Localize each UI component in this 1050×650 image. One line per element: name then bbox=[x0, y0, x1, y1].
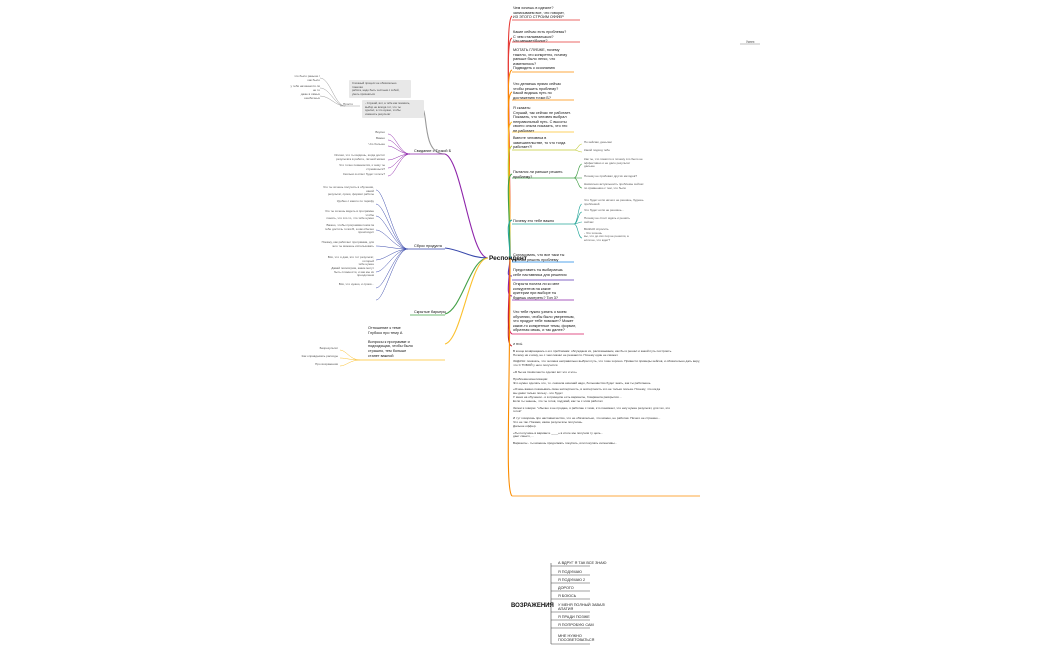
right-branch-1[interactable]: Чем хочешь в идеале? записываем все, что… bbox=[513, 6, 565, 20]
note-8: И тут говоришь про наставничество, что н… bbox=[513, 416, 661, 428]
group-2-item-6[interactable]: Всё, что я дам, это тот результат, котор… bbox=[327, 255, 374, 267]
branch-line-teal bbox=[507, 219, 513, 259]
right-sub-4[interactable]: Почему не пробовал других методов? bbox=[584, 174, 637, 178]
right-sub-5[interactable]: Насколько актуальность проблемы сейчас п… bbox=[584, 182, 644, 190]
prosto-label[interactable]: Просто bbox=[343, 102, 354, 106]
objection-2[interactable]: Я ПОДУМАЮ bbox=[558, 570, 582, 574]
right-branch-4[interactable]: Что делаешь прямо сейчас чтобы решить пр… bbox=[513, 82, 562, 100]
right-branch-2[interactable]: Какие сейчас есть проблемы? С чем сталки… bbox=[513, 30, 567, 44]
objection-1[interactable]: А ВДРУГ Я ТАК ВСЕ ЗНАЮ bbox=[558, 561, 607, 565]
note-7: Затем я говорю: "обычно я не продаю, я р… bbox=[513, 405, 671, 414]
note-2: В конце возвращаюсь к его проблемам: обс… bbox=[513, 348, 673, 357]
group-1-item-2[interactable]: Важно bbox=[375, 136, 385, 140]
left-top-item-3[interactable]: даже в самых ошибочных bbox=[300, 92, 320, 100]
objection-5[interactable]: Я БОЮСЬ bbox=[558, 594, 577, 598]
group-2-title[interactable]: Сброс продукта bbox=[414, 244, 442, 248]
group-2-item-2[interactable]: Удобно с какого по тарифу bbox=[336, 199, 374, 203]
group-1-title[interactable]: Свидание с Точкой Б bbox=[414, 149, 452, 153]
group-2-item-5[interactable]: Покажу, как работает программа, для чего… bbox=[321, 240, 374, 248]
right-branch-11[interactable]: Открыта полата ли ко мне конкурентов на … bbox=[513, 282, 560, 300]
branch-line-notes bbox=[507, 257, 513, 497]
objection-3[interactable]: Я ПОДУМАЮ 2 bbox=[558, 578, 586, 582]
objection-4[interactable]: ДОРОГО bbox=[558, 586, 574, 590]
root-node[interactable]: Респондент bbox=[489, 255, 527, 262]
right-sub-2[interactable]: Какой подход тебе bbox=[584, 148, 610, 152]
group-2-item-3[interactable]: Что ты хочешь видеть в программе чтобы п… bbox=[324, 209, 374, 221]
left-box-2[interactable]: - Слушай, вот, а тебе как показать, выбо… bbox=[362, 100, 424, 118]
right-branch-12[interactable]: Что тебе нужно узнать о моем обучении, ч… bbox=[513, 310, 576, 333]
note-5: Проблема монетизации: Это нужно сделать … bbox=[513, 376, 651, 385]
left-line-blue bbox=[444, 247, 489, 259]
objections-title[interactable]: ВОЗРАЖЕНИЯ bbox=[511, 603, 554, 609]
left-top-item-1[interactable]: что было раньше / как было bbox=[294, 74, 320, 82]
note-10: Варианты - ты можешь продолжать покупать… bbox=[513, 441, 618, 446]
right-sub-8[interactable]: Почему не стоит ждать и решить сейчас bbox=[584, 216, 630, 224]
side-note: Успех bbox=[746, 40, 755, 44]
note-1: И ВСЁ. bbox=[513, 342, 524, 346]
right-branch-6[interactable]: Вместе человека в замешательстве, то что… bbox=[513, 136, 566, 150]
right-sub-3[interactable]: Как ты, что помогло и почему это было не… bbox=[584, 157, 643, 169]
note-4: «Я бы на твоём месте сделал вот это и эт… bbox=[513, 369, 577, 374]
left-line-yellow bbox=[444, 257, 489, 345]
group-1-item-1[interactable]: Вкусно bbox=[375, 130, 385, 134]
group-2-item-8[interactable]: Всё, что нужно, и сроки... bbox=[338, 282, 374, 286]
right-branch-10[interactable]: Представить ты выбираешь себе наставника… bbox=[513, 268, 567, 277]
group-4-item-1[interactable]: Безрезультат bbox=[319, 346, 338, 350]
group-4-text[interactable]: Отношение к теме Глубоко про тему А Вопр… bbox=[368, 326, 413, 358]
right-branch-5[interactable]: Я сказать: Слушай, так сейчас не работае… bbox=[513, 106, 571, 133]
right-sub-7[interactable]: Что будет если не решишь... bbox=[584, 208, 624, 212]
note-6: «Очень важно показывать свою экспертност… bbox=[513, 387, 661, 403]
left-line-green bbox=[444, 257, 489, 315]
objection-6[interactable]: У МЕНЯ ПОЛНЫЙ ЗАВАЛ/ АПАТИЯ bbox=[558, 603, 606, 612]
note-3: ЗАДАЧА: показать, что человек неправильн… bbox=[513, 359, 701, 368]
group-2-item-4[interactable]: Важно, чтобы программа помогла тебе дост… bbox=[324, 223, 374, 235]
left-box-1[interactable]: Сложный процесс не обязательно тяжелая р… bbox=[349, 80, 411, 98]
objection-7[interactable]: Я ПРАДИ ПОЗЖЕ bbox=[558, 615, 590, 619]
right-branch-9[interactable]: Согласовать, что все таки ты хочешь реши… bbox=[513, 253, 565, 262]
right-sub-6[interactable]: Что будет если ничего не решишь, будешь … bbox=[584, 198, 644, 206]
group-3-title[interactable]: Скрытые барьеры bbox=[414, 310, 447, 314]
group-2-item-1[interactable]: Что ты хочешь получить в обучении, какой… bbox=[322, 185, 374, 197]
right-branch-3[interactable]: МОТАТЬ ГЛУБЖЕ, почему тяжело, что конкре… bbox=[513, 48, 568, 71]
objection-9[interactable]: МНЕ НУЖНО ПОСОВЕТОВАТЬСЯ bbox=[558, 634, 595, 643]
note-9: «Ты получишь в варианте ____» в итоге мы… bbox=[513, 430, 604, 439]
left-line-purple bbox=[444, 153, 489, 259]
group-1-item-6[interactable]: Сколько в ответ будет хотеть? bbox=[342, 172, 385, 176]
objection-8[interactable]: Я ПОПРОБУЮ САМ bbox=[558, 623, 594, 627]
notes-block: И ВСЁ. В конце возвращаюсь к его проблем… bbox=[513, 342, 703, 446]
group-4-item-3[interactable]: Про возражения bbox=[315, 362, 338, 366]
right-branch-8[interactable]: Почему это тебе важно bbox=[513, 219, 555, 223]
left-top-item-2[interactable]: у тебя начинается ли не то bbox=[290, 84, 320, 92]
right-sub-9[interactable]: ВАЖНО спросить - Что хочешь вы, что до с… bbox=[584, 227, 629, 243]
group-1-item-3[interactable]: Что больше bbox=[368, 142, 385, 146]
branch-line-green bbox=[507, 173, 513, 259]
group-2-item-7[interactable]: Давай посмотрим, какие могут быть сложно… bbox=[331, 266, 374, 278]
group-1-item-4[interactable]: Опиши, что ты видишь, когда достиг резул… bbox=[334, 153, 385, 161]
group-1-item-5[interactable]: Что точно поменяется, к чему ты стремишь… bbox=[339, 163, 385, 171]
right-sub-1[interactable]: По кейсам, деньгам bbox=[584, 140, 612, 144]
right-branch-7[interactable]: Пытался ли раньше решить проблему? bbox=[513, 170, 563, 179]
group-4-item-2[interactable]: Как оправдывать расходы bbox=[301, 354, 338, 358]
